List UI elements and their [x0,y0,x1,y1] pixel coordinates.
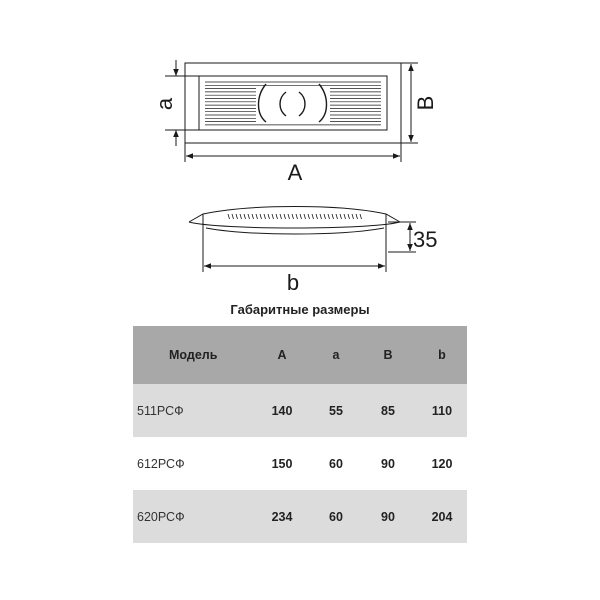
dimensions-table: Модель A a B b 511РСФ 140 55 85 110 612Р… [133,326,467,543]
table-row: 511РСФ 140 55 85 110 [133,384,467,437]
table-caption: Габаритные размеры [230,302,370,317]
label-a: a [152,97,177,110]
cell-A: 234 [271,509,293,524]
cell-a: 60 [329,456,343,471]
table-header-row: Модель A a B b [133,326,467,384]
cell-A: 140 [271,403,293,418]
label-b: b [287,270,299,295]
side-vent-pattern [227,213,362,220]
dimension-A [184,143,402,162]
cell-B: 85 [381,403,395,418]
grille-top-view [184,62,402,144]
label-A: A [288,160,303,185]
table-row: 612РСФ 150 60 90 120 [133,437,467,490]
dimension-B [401,62,418,144]
technical-drawing: a B A 35 b [152,60,438,295]
cell-a: 55 [329,403,343,418]
header-A: A [277,348,287,362]
header-b: b [438,348,446,362]
grille-side-view [188,206,401,235]
cell-model: 620РСФ [137,509,185,524]
cell-b: 110 [431,403,453,418]
dimension-a [165,60,199,146]
cell-A: 150 [271,456,293,471]
cell-B: 90 [381,509,395,524]
header-a: a [332,348,340,362]
dimension-height [388,221,416,253]
cell-b: 204 [431,509,453,524]
grille-slats [205,81,381,126]
cell-B: 90 [381,456,395,471]
cell-b: 120 [431,456,453,471]
cell-model: 511РСФ [137,403,184,418]
header-B: B [383,348,393,362]
table-row: 620РСФ 234 60 90 204 [133,490,467,543]
label-B: B [413,96,438,111]
label-height: 35 [413,227,437,252]
dimension-b [202,228,387,272]
cell-a: 60 [329,509,343,524]
header-model: Модель [169,348,218,362]
cell-model: 612РСФ [137,456,185,471]
knob-icon [257,83,328,123]
